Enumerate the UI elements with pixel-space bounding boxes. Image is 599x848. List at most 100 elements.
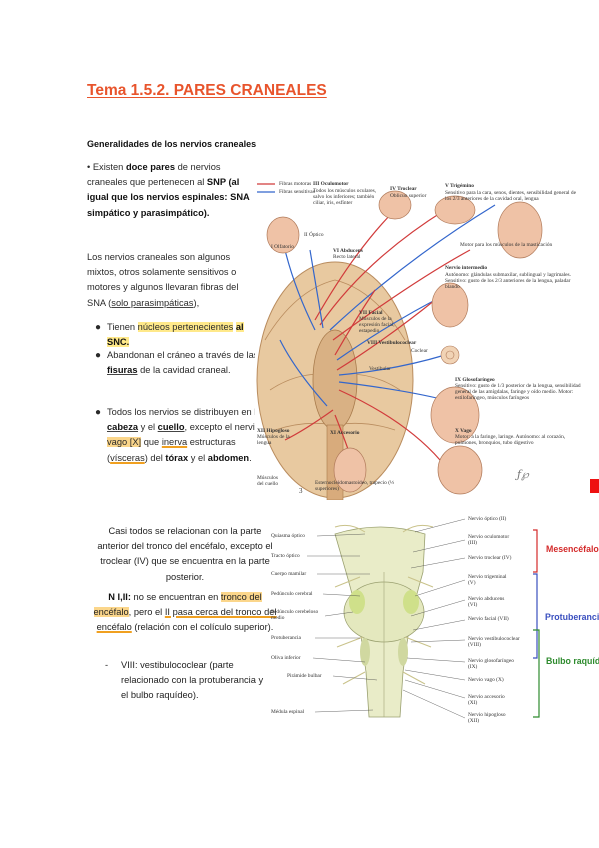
region-protuberancia: Protuberancia xyxy=(545,612,599,622)
text: Los nervios craneales son algunos mixtos… xyxy=(87,252,239,308)
underlined-text: inerva xyxy=(161,437,188,448)
bullet-dot: ● xyxy=(95,350,102,361)
margin-marker xyxy=(590,479,599,493)
desc-trigemino: Sensitivo para la cara, senos, dientes, … xyxy=(445,190,576,202)
label-intermedio: Nervio intermedio xyxy=(445,265,488,271)
label-optico: II Óptico xyxy=(304,232,324,238)
label-abducens: VI Abducens xyxy=(333,248,363,254)
text: (relación con el colículo superior). xyxy=(131,622,274,633)
label-medula: Médula espinal xyxy=(271,709,305,715)
desc-facial: Músculos de la expresión facial, estaped… xyxy=(359,316,395,334)
text: que xyxy=(141,437,162,448)
highlighted-text: vago [X] xyxy=(107,437,142,448)
underlined-text: solo parasimpáticas xyxy=(111,297,194,308)
label-hipogloso: XII Hipogloso xyxy=(257,428,290,434)
desc-oculomotor: Todos los músculos oculares, salvo los i… xyxy=(313,188,377,206)
label-protuberancia: Protuberancia xyxy=(271,635,301,641)
text: y el xyxy=(188,452,208,463)
label-n-abducens: Nervio abducens (VI) xyxy=(468,596,505,608)
label-n-oculomotor: Nervio oculomotor (III) xyxy=(468,534,510,546)
desc-abducens: Recto lateral xyxy=(333,254,361,260)
cranial-nerves-illustration xyxy=(255,170,585,501)
text: de la cavidad craneal. xyxy=(137,365,231,376)
text: Tienen xyxy=(107,322,138,332)
label-n-accesorio: Nervio accesorio (XI) xyxy=(468,694,505,706)
text: Existen xyxy=(92,162,126,172)
bold-text: fisuras xyxy=(107,365,138,376)
cranial-nerves-figure: Fibras motoras Fibras sensitivas III Ocu… xyxy=(255,170,585,501)
label-n-vago: Nervio vago (X) xyxy=(468,677,504,683)
bold-text: cuello xyxy=(157,422,185,433)
label-tracto-optico: Tracto óptico xyxy=(271,553,300,559)
brainstem-figure: Quiasma óptico Tracto óptico Cuerpo mami… xyxy=(265,512,599,724)
figure-page-number: 3 xyxy=(299,487,303,495)
label-musculos-cuello: Músculos del cuello xyxy=(257,475,279,487)
underlined-text: II pasa cerca del tronco del encéfalo xyxy=(96,607,277,633)
paragraph-brainstem: Casi todos se relacionan con la parte an… xyxy=(97,526,273,582)
label-n-trigeminal: Nervio trigeminal (V) xyxy=(468,574,507,586)
desc-troclear: Oblicuo superior xyxy=(390,193,427,199)
label-vestibular: Vestibular xyxy=(369,366,391,372)
bullet-dot: ● xyxy=(95,322,102,333)
bold-text: tórax xyxy=(165,452,189,463)
label-n-glosofaringeo: Nervio glosofaríngeo (IX) xyxy=(468,658,514,670)
label-oliva: Oliva inferior xyxy=(271,655,301,661)
label-olfatorio: I Olfatorio xyxy=(271,244,294,250)
section-heading: Generalidades de los nervios craneales xyxy=(87,139,257,149)
desc-hipogloso: Músculos de la lengua xyxy=(257,434,290,446)
signature-mark: ƒ℘ xyxy=(517,468,529,481)
bold-text: cabeza xyxy=(107,422,139,433)
label-facial: VII Facial xyxy=(359,310,383,316)
bold-text: abdomen xyxy=(207,452,250,463)
label-n-hipogloso: Nervio hipogloso (XII) xyxy=(468,712,506,724)
label-glosofaringeo: IX Glosofaríngeo xyxy=(455,377,495,383)
highlighted-text: núcleos pertenecientes xyxy=(137,322,234,332)
region-mesencefalo: Mesencéfalo xyxy=(546,544,599,554)
label-trigemino: V Trigémino xyxy=(445,183,474,189)
text: . xyxy=(249,452,252,463)
label-accesorio: XI Accesorio xyxy=(330,430,360,436)
bold-text: N I,II: xyxy=(108,592,131,602)
text: de nervios craneales que pertenecen al xyxy=(87,162,221,188)
label-n-troclear: Nervio troclear (IV) xyxy=(468,555,512,561)
label-pedunculo-cerebral: Pedúnculo cerebral xyxy=(271,591,313,597)
text: estructuras ( xyxy=(107,437,236,463)
label-esternocleido: Esternocleidomastoideo, trapecio (⅓ supe… xyxy=(315,480,395,492)
text: y el xyxy=(138,422,158,433)
paragraph-types: Los nervios craneales son algunos mixtos… xyxy=(87,250,259,311)
label-piramide: Pirámide bulbar xyxy=(287,673,322,679)
bold-text: SNP (al igual que los nervios espinales:… xyxy=(87,177,250,218)
desc-vago: Motor: a la faringe, laringe. Autónomo: … xyxy=(455,434,566,446)
bold-text: doce pares xyxy=(125,162,176,172)
label-coclear: Coclear xyxy=(411,348,428,354)
text: no se encuentran en xyxy=(130,592,221,602)
text: VIII: vestibulococlear (parte relacionad… xyxy=(121,660,264,701)
bullet-dot: ● xyxy=(95,407,102,418)
text: Todos los nervios se distribuyen en la xyxy=(107,407,262,417)
bullet: • xyxy=(87,162,91,172)
label-vago: X Vago xyxy=(455,428,472,434)
desc-glosofaringeo: Sensitivo: gusto de 1/3 posterior de la … xyxy=(455,383,581,401)
legend-sensory: Fibras sensitivas xyxy=(279,189,315,195)
dash: - xyxy=(105,660,109,670)
brainstem-illustration xyxy=(307,518,540,719)
label-vestibulococlear: VIII Vestibulococlear xyxy=(367,340,417,346)
label-n-vestibulococlear: Nervio vestibulococlear (VIII) xyxy=(468,636,520,648)
label-cuerpo-mamilar: Cuerpo mamilar xyxy=(271,571,307,577)
list-item: ● Todos los nervios se distribuyen en la… xyxy=(95,405,262,466)
underlined-text: vísceras xyxy=(110,452,145,463)
list-item: ● Tienen núcleos pertenecientes al SNC. xyxy=(95,320,262,350)
label-quiasma: Quiasma óptico xyxy=(271,533,305,539)
text: Abandonan el cráneo a través de las xyxy=(107,350,259,360)
label-n-facial: Nervio facial (VII) xyxy=(468,616,509,622)
text: , excepto el nervio xyxy=(184,422,260,433)
desc-trigemino-motor: Motor para los músculos de la masticació… xyxy=(460,242,553,248)
text: ), xyxy=(193,297,200,308)
list-item: ● Abandonan el cráneo a través de las fi… xyxy=(95,348,262,378)
region-bulbo: Bulbo raquíde xyxy=(546,656,599,666)
list-item-viii: - VIII: vestibulococlear (parte relacion… xyxy=(105,658,271,704)
label-troclear: IV Troclear xyxy=(390,186,417,192)
text: ) del xyxy=(144,452,166,463)
paragraph-cranial-pairs: • Existen doce pares de nervios craneale… xyxy=(87,160,259,221)
label-oculomotor: III Oculomotor xyxy=(313,181,349,187)
